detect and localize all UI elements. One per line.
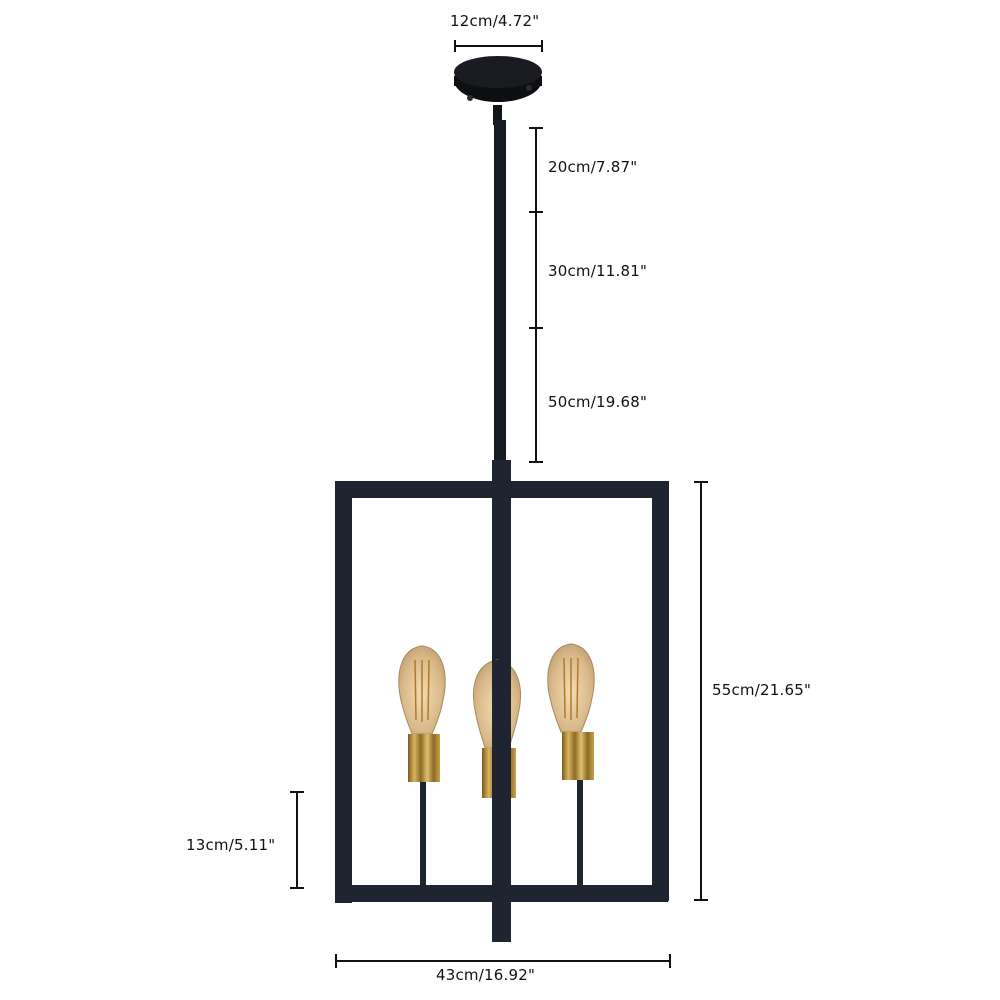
rod-segment-3-label: 50cm/19.68" (548, 393, 648, 411)
bulb-left (398, 645, 446, 782)
bulb-center (473, 659, 521, 800)
frame-width-label: 43cm/16.92" (436, 966, 536, 984)
rod-segment-1-label: 20cm/7.87" (548, 158, 638, 176)
suspension-rod (492, 105, 511, 480)
canopy-width-label: 12cm/4.72" (450, 12, 540, 30)
frame-height-label: 55cm/21.65" (712, 681, 812, 699)
rod-segment-2-label: 30cm/11.81" (548, 262, 648, 280)
socket-stems (420, 780, 583, 886)
canopy (454, 56, 542, 102)
dimension-lines (290, 40, 708, 968)
socket-height-label: 13cm/5.11" (186, 836, 276, 854)
bulb-right (547, 643, 595, 780)
rectangular-frame (335, 460, 669, 942)
